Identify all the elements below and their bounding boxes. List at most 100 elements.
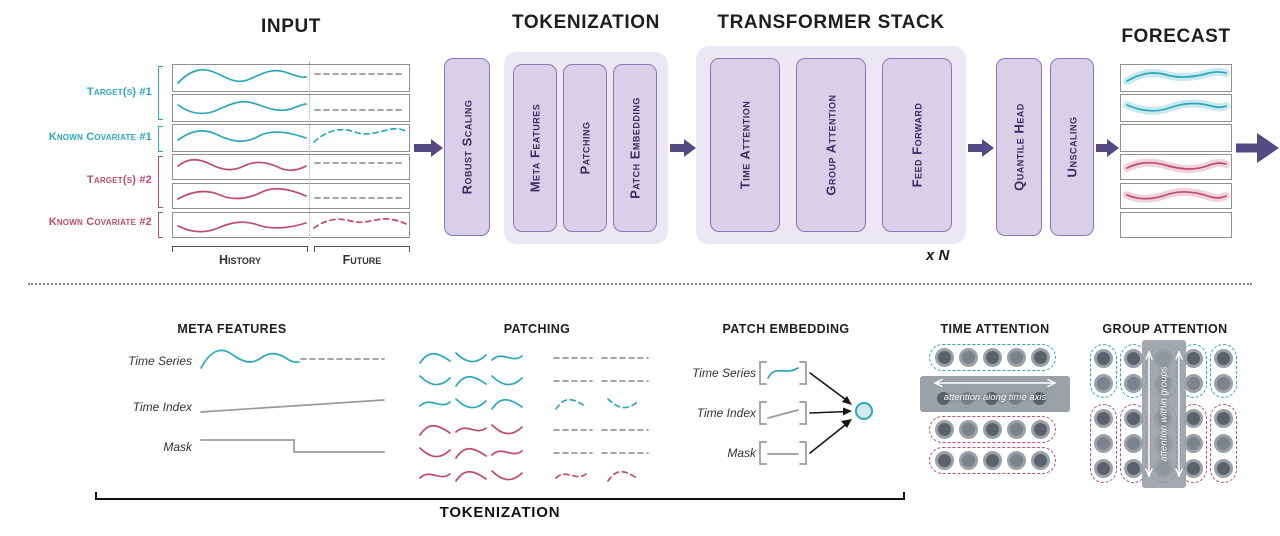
forecast-plot <box>1120 183 1232 209</box>
input-label-covariate-2: Known Covariate #2 <box>48 216 152 228</box>
token-circle <box>1124 434 1143 453</box>
section-divider <box>28 283 1252 285</box>
token-circle <box>1184 434 1203 453</box>
stage-meta-features-label: Meta Features <box>527 103 543 193</box>
future-placeholder <box>314 162 406 164</box>
stage-patch-embedding-label: Patch Embedding <box>627 97 643 199</box>
token-circle <box>935 420 954 439</box>
group-attention-col-teal <box>1180 344 1207 398</box>
history-label: History <box>218 253 262 267</box>
meta-row-time-index: Time Index <box>132 400 192 414</box>
input-series-plot <box>172 212 410 238</box>
group-attention-col-pink <box>1210 404 1237 483</box>
section-title-tokenization: TOKENIZATION <box>512 12 660 33</box>
token-circle <box>982 389 1001 408</box>
token-circle <box>1184 374 1203 393</box>
patching-title: PATCHING <box>503 322 571 336</box>
history-curve <box>177 100 307 115</box>
future-known-curve <box>313 218 407 229</box>
input-series-plot <box>172 124 410 152</box>
token-circle <box>1214 374 1233 393</box>
patch-embedding-graphic <box>759 361 873 465</box>
meta-row-mask: Mask <box>163 440 192 454</box>
meta-features-title: META FEATURES <box>177 322 287 336</box>
stage-patching-label: Patching <box>577 121 593 175</box>
token-circle <box>1094 409 1113 428</box>
time-attention-row-pink <box>929 447 1056 474</box>
stage-quantile-head-label: Quantile Head <box>1011 103 1027 191</box>
stage-meta-features: Meta Features <box>513 64 557 232</box>
stage-unscaling: Unscaling <box>1050 58 1094 236</box>
attention-groups-caption: attention within groups <box>1158 366 1170 462</box>
time-attention-row-teal <box>929 344 1056 371</box>
section-title-input: INPUT <box>261 16 321 37</box>
meta-features-graphic <box>200 349 385 453</box>
token-circle <box>959 451 978 470</box>
stage-time-attention: Time Attention <box>710 58 780 232</box>
stage-unscaling-label: Unscaling <box>1064 116 1080 178</box>
future-label: Future <box>342 253 382 267</box>
group-attention-title: GROUP ATTENTION <box>1102 322 1228 336</box>
group-attention-col-pink <box>1120 404 1147 483</box>
future-placeholder <box>314 73 406 75</box>
forecast-plot-empty <box>1120 212 1232 238</box>
bracket-target-1 <box>158 66 163 120</box>
forecast-curve <box>1123 187 1230 203</box>
time-axis-arrow-icon <box>933 378 1057 388</box>
token-circle <box>1214 459 1233 478</box>
input-series-plot <box>172 64 410 92</box>
token-circle <box>983 420 1002 439</box>
history-curve <box>177 68 307 84</box>
embed-row-time-series: Time Series <box>692 366 756 380</box>
stage-time-attention-label: Time Attention <box>737 100 753 190</box>
future-placeholder <box>314 197 406 199</box>
stage-group-attention: Group Attention <box>796 58 866 232</box>
future-placeholder <box>314 109 406 111</box>
token-circle <box>1214 349 1233 368</box>
token-circle <box>1007 451 1026 470</box>
token-circle <box>1031 451 1050 470</box>
bracket-covariate-1 <box>158 126 163 152</box>
token-circle <box>1214 409 1233 428</box>
token-circle <box>1124 374 1143 393</box>
token-circle <box>1094 374 1113 393</box>
future-bracket <box>314 246 410 252</box>
forecast-curve <box>1123 67 1230 85</box>
token-circle <box>1006 389 1025 408</box>
repeat-count-label: x N <box>926 247 950 264</box>
bracket-target-2 <box>158 156 163 208</box>
token-circle <box>1124 459 1143 478</box>
token-circle <box>1094 434 1113 453</box>
forecast-plot <box>1120 154 1232 180</box>
token-circle <box>1094 349 1113 368</box>
token-circle <box>1030 389 1049 408</box>
meta-row-time-series: Time Series <box>128 354 192 368</box>
history-curve <box>177 158 307 172</box>
token-circle <box>1007 348 1026 367</box>
embed-row-mask: Mask <box>727 446 756 460</box>
stage-patching: Patching <box>563 64 607 232</box>
history-curve <box>177 130 307 142</box>
token-circle <box>935 451 954 470</box>
token-circle <box>935 348 954 367</box>
group-axis-arrow-icon <box>1175 350 1183 478</box>
token-circle <box>1094 459 1113 478</box>
input-series-plot <box>172 183 410 209</box>
section-title-forecast: FORECAST <box>1121 26 1231 47</box>
group-attention-col-pink <box>1090 404 1117 483</box>
tokenization-bracket-label: TOKENIZATION <box>439 504 561 521</box>
token-circle <box>1031 420 1050 439</box>
token-circle <box>1124 409 1143 428</box>
attention-axis-caption: attention along time axis <box>943 392 1047 403</box>
history-bracket <box>172 246 308 252</box>
token-circle <box>1184 349 1203 368</box>
stage-feed-forward-label: Feed Forward <box>909 102 925 188</box>
stage-robust-scaling: Robust Scaling <box>444 58 490 236</box>
stage-robust-scaling-label: Robust Scaling <box>459 99 475 195</box>
group-attention-col-teal <box>1090 344 1117 398</box>
group-axis-arrow-icon <box>1145 350 1153 478</box>
embedding-token-circle <box>855 402 873 420</box>
input-label-covariate-1: Known Covariate #1 <box>48 131 152 143</box>
section-title-transformer: TRANSFORMER STACK <box>717 12 945 33</box>
